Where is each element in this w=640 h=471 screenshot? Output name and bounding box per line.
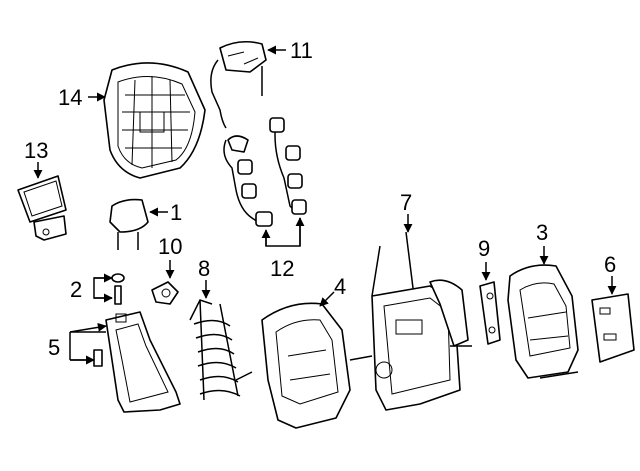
part-10-bracket xyxy=(151,281,179,305)
callout-1: 1 xyxy=(170,200,182,225)
part-8-spring-mat xyxy=(189,299,253,401)
part-9-side-bracket xyxy=(479,281,501,345)
callout-11: 11 xyxy=(290,38,313,63)
callout-7: 7 xyxy=(400,190,412,215)
part-2-guide xyxy=(111,273,125,305)
callout-3: 3 xyxy=(536,220,548,245)
part-5-side-panel xyxy=(93,311,181,413)
callout-6: 6 xyxy=(604,252,616,277)
callout-12: 12 xyxy=(270,256,294,281)
callout-9: 9 xyxy=(478,236,490,261)
part-7-backrest-frame xyxy=(349,231,472,411)
callout-2: 2 xyxy=(70,277,82,302)
part-6-rear-panel xyxy=(591,293,635,363)
callout-8: 8 xyxy=(198,256,210,281)
callout-10: 10 xyxy=(158,234,182,259)
part-12-heater-mats xyxy=(223,117,307,227)
callout-4: 4 xyxy=(334,274,346,299)
callout-14: 14 xyxy=(58,85,82,110)
callout-5: 5 xyxy=(48,335,60,360)
part-14-backrest-panel xyxy=(103,62,206,179)
part-4-backrest-cushion xyxy=(261,302,351,429)
part-3-backrest-cover xyxy=(507,264,579,379)
part-13-module xyxy=(17,175,67,241)
callout-13: 13 xyxy=(24,138,48,163)
part-1-headrest xyxy=(109,198,149,250)
part-11-harness xyxy=(210,40,267,129)
